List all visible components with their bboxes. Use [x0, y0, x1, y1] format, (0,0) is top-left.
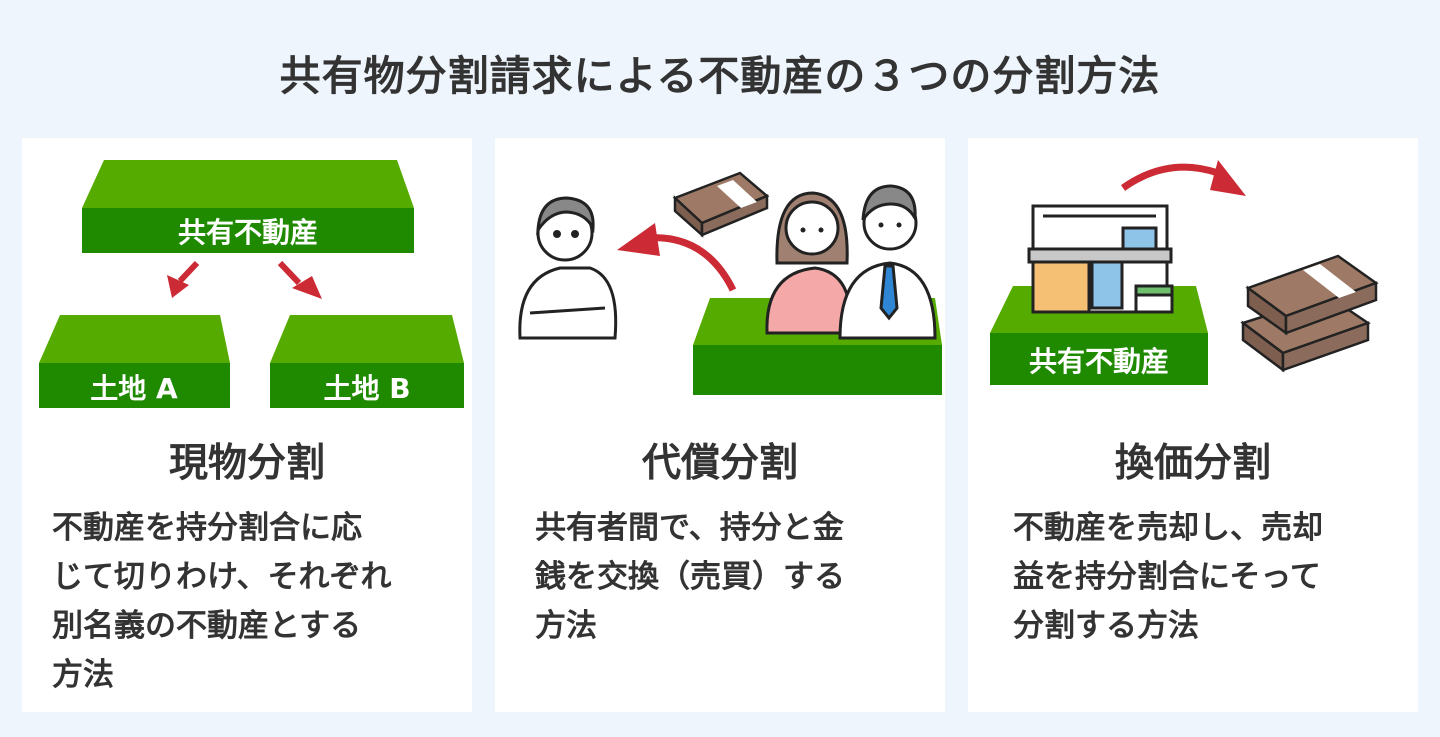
arrow-down-left-icon [167, 260, 200, 298]
land-a-block: 土地 A [39, 315, 230, 408]
panel-genbutsu-bunkatsu: 共有不動産 土地 A 土地 B 現物分割 不動産を持分割合に応 じて切りわけ、そ… [22, 138, 472, 712]
compensation-illustration [518, 171, 942, 395]
sale-illustration: 共有不動産 [990, 160, 1379, 385]
arrow-curve-left-icon [617, 223, 737, 292]
house-icon [1027, 204, 1174, 314]
panel-description: 不動産を売却し、売却 益を持分割合にそって 分割する方法 [1013, 510, 1323, 644]
panel-daisho-bunkatsu: 代償分割 共有者間で、持分と金 銭を交換（売買）する 方法 [495, 138, 945, 712]
money-bundle-icon [672, 171, 770, 238]
svg-text:土地 B: 土地 B [323, 372, 410, 405]
person-arms-crossed-icon [518, 196, 618, 340]
panel-description: 共有者間で、持分と金 銭を交換（売買）する 方法 [535, 510, 845, 644]
panel-title: 現物分割 [168, 441, 325, 486]
arrow-down-right-icon [277, 260, 322, 299]
panel-description: 不動産を持分割合に応 じて切りわけ、それぞれ 別名義の不動産とする 方法 [52, 510, 392, 693]
money-stack-icon [1240, 254, 1379, 373]
land-split-illustration: 共有不動産 土地 A 土地 B [39, 160, 464, 408]
svg-text:共有不動産: 共有不動産 [178, 216, 318, 249]
svg-text:共有不動産: 共有不動産 [1029, 345, 1169, 378]
woman-icon [765, 191, 853, 335]
panel-title: 換価分割 [1114, 441, 1271, 486]
page-title: 共有物分割請求による不動産の３つの分割方法 [279, 52, 1161, 100]
land-b-block: 土地 B [270, 315, 464, 408]
man-with-tie-icon [838, 184, 937, 340]
shared-property-block: 共有不動産 [82, 160, 414, 253]
panel-title: 代償分割 [641, 441, 798, 486]
panel-kanka-bunkatsu: 共有不動産 換価分割 不動産を売却し、売却 益を持分割合にそって 分割する方法 [968, 138, 1418, 712]
arrow-curve-right-icon [1120, 160, 1246, 196]
svg-text:土地 A: 土地 A [90, 372, 178, 405]
